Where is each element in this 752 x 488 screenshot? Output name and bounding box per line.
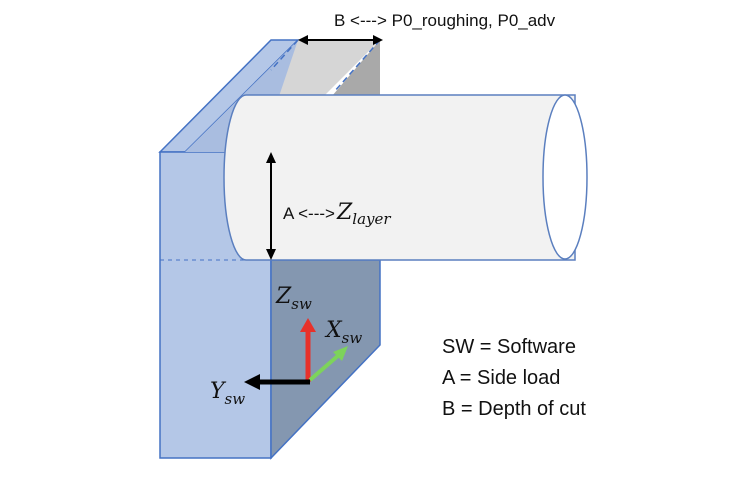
legend-item-depth-of-cut: B = Depth of cut (442, 398, 586, 420)
x-axis-arrow (308, 352, 342, 382)
cylinder-end-cap (542, 94, 588, 260)
legend: SW = Software A = Side load B = Depth of… (442, 336, 586, 420)
dimension-a: A <--->Zlayer (266, 152, 391, 260)
z-axis-label: Zsw (275, 284, 312, 313)
y-axis-label: Ysw (210, 379, 245, 408)
legend-item-software: SW = Software (442, 336, 576, 358)
slot-dashed-edge-2 (333, 39, 381, 93)
slot-dashed-edge (270, 39, 299, 71)
workpiece-block (158, 39, 381, 460)
label-a-dimension: A <--->Zlayer (283, 200, 391, 228)
cutting-tool-cylinder (223, 94, 588, 261)
coordinate-axes: Zsw Xsw Ysw (210, 284, 362, 408)
label-b-dimension: B <---> P0_roughing, P0_adv (334, 11, 556, 30)
dimension-b: B <---> P0_roughing, P0_adv (298, 11, 556, 45)
cylinder-body (223, 94, 576, 261)
x-axis-label: Xsw (324, 318, 362, 347)
legend-item-side-load: A = Side load (442, 367, 560, 389)
cut-slot-shadow (332, 40, 380, 96)
